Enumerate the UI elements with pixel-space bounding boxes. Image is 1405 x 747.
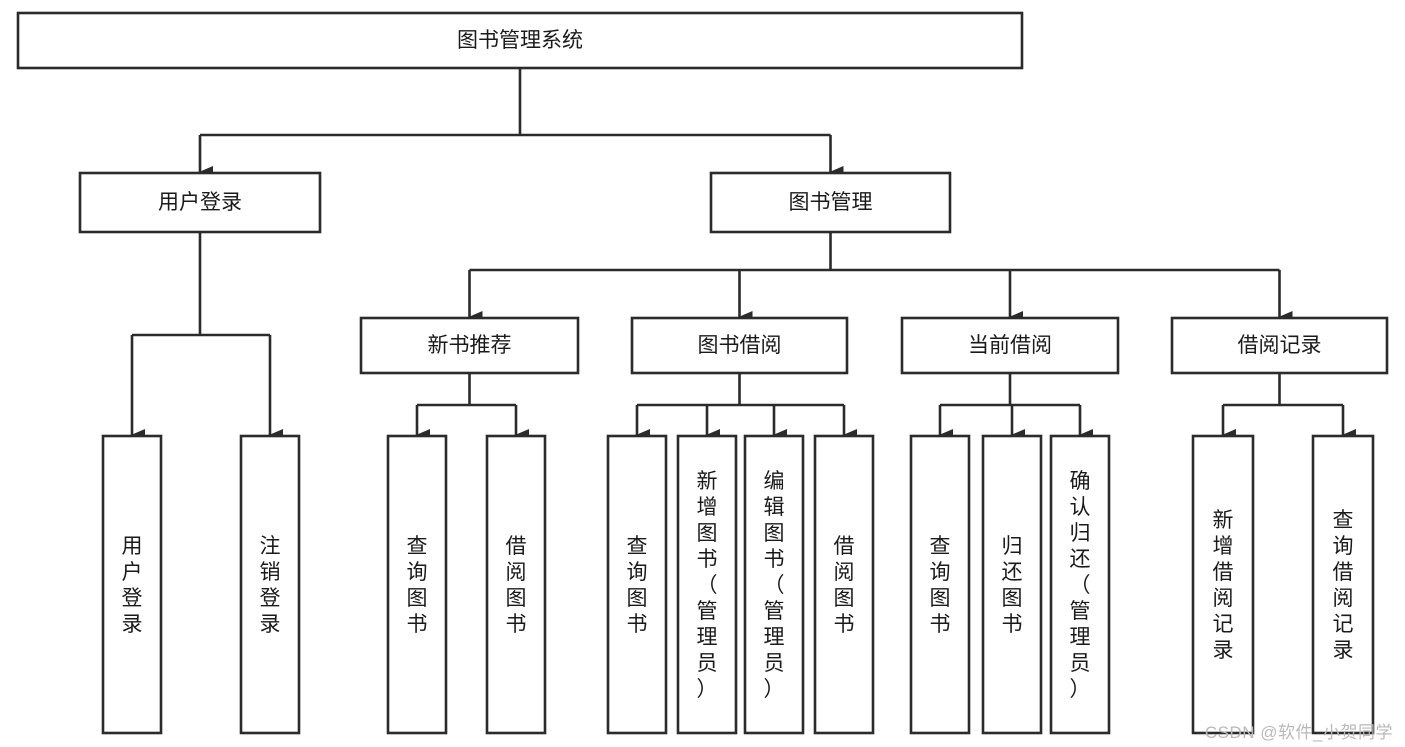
watermark-text: CSDN @软件_小贺同学 <box>1204 723 1393 742</box>
node-book-manage-label: 图书管理 <box>789 191 873 214</box>
node-leaf-query-record-rect[interactable] <box>1311 434 1375 735</box>
node-leaf-add-book-label: 新增图书（管理员） <box>697 470 718 701</box>
node-leaf-borrow-book-1[interactable]: 借阅图书 <box>485 434 547 735</box>
node-borrow-record-rect[interactable] <box>1170 316 1389 375</box>
node-leaf-confirm-return-rect[interactable] <box>1049 434 1111 735</box>
node-leaf-confirm-return-label: 确认归还（管理员） <box>1070 470 1091 701</box>
node-root-system[interactable]: 图书管理系统 <box>16 11 1024 70</box>
node-book-borrow-label: 图书借阅 <box>698 334 782 357</box>
node-leaf-query-book-3[interactable]: 查询图书 <box>909 434 971 735</box>
node-leaf-add-book-rect[interactable] <box>676 434 738 735</box>
node-leaf-user-login[interactable]: 用户登录 <box>101 434 163 735</box>
node-leaf-add-record-rect[interactable] <box>1191 434 1255 735</box>
node-leaf-query-book-3-label: 查询图书 <box>930 535 951 636</box>
node-new-book-rec-rect[interactable] <box>359 316 580 375</box>
node-leaf-add-record[interactable]: 新增借阅记录 <box>1191 434 1255 735</box>
node-borrow-record[interactable]: 借阅记录 <box>1170 316 1389 375</box>
node-leaf-query-book-3-rect[interactable] <box>909 434 971 735</box>
node-root-system-label: 图书管理系统 <box>457 29 583 52</box>
node-leaf-query-book-1-rect[interactable] <box>386 434 448 735</box>
node-leaf-user-login-label: 用户登录 <box>122 535 143 636</box>
node-leaf-logout[interactable]: 注销登录 <box>239 434 301 735</box>
node-leaf-borrow-book-2-label: 借阅图书 <box>834 535 855 636</box>
node-user-login-label: 用户登录 <box>158 191 242 214</box>
node-leaf-query-record[interactable]: 查询借阅记录 <box>1311 434 1375 735</box>
node-leaf-borrow-book-1-label: 借阅图书 <box>506 535 527 636</box>
node-leaf-query-book-2-label: 查询图书 <box>627 535 648 636</box>
node-leaf-query-book-2[interactable]: 查询图书 <box>606 434 668 735</box>
node-boxes: 图书管理系统用户登录图书管理新书推荐图书借阅当前借阅借阅记录用户登录注销登录查询… <box>16 11 1389 735</box>
node-book-borrow[interactable]: 图书借阅 <box>630 316 849 375</box>
node-current-borrow[interactable]: 当前借阅 <box>900 316 1120 375</box>
node-leaf-borrow-book-2[interactable]: 借阅图书 <box>813 434 875 735</box>
node-leaf-edit-book-rect[interactable] <box>743 434 805 735</box>
node-borrow-record-label: 借阅记录 <box>1238 334 1322 357</box>
node-leaf-confirm-return[interactable]: 确认归还（管理员） <box>1049 434 1111 735</box>
node-leaf-return-book[interactable]: 归还图书 <box>981 434 1043 735</box>
node-new-book-rec[interactable]: 新书推荐 <box>359 316 580 375</box>
node-leaf-query-book-2-rect[interactable] <box>606 434 668 735</box>
node-leaf-add-record-label: 新增借阅记录 <box>1213 509 1234 662</box>
node-leaf-logout-label: 注销登录 <box>260 535 281 636</box>
node-leaf-return-book-rect[interactable] <box>981 434 1043 735</box>
node-leaf-query-book-1-label: 查询图书 <box>407 535 428 636</box>
node-leaf-edit-book-label: 编辑图书（管理员） <box>764 470 785 701</box>
node-root-system-rect[interactable] <box>16 11 1024 70</box>
node-leaf-return-book-label: 归还图书 <box>1002 535 1023 636</box>
node-user-login[interactable]: 用户登录 <box>78 171 322 234</box>
node-current-borrow-label: 当前借阅 <box>968 334 1052 357</box>
node-leaf-user-login-rect[interactable] <box>101 434 163 735</box>
node-leaf-borrow-book-1-rect[interactable] <box>485 434 547 735</box>
node-user-login-rect[interactable] <box>78 171 322 234</box>
node-leaf-add-book[interactable]: 新增图书（管理员） <box>676 434 738 735</box>
connector-lines <box>130 68 1356 441</box>
node-book-manage-rect[interactable] <box>709 171 952 234</box>
node-new-book-rec-label: 新书推荐 <box>428 334 512 357</box>
node-leaf-logout-rect[interactable] <box>239 434 301 735</box>
node-current-borrow-rect[interactable] <box>900 316 1120 375</box>
node-book-borrow-rect[interactable] <box>630 316 849 375</box>
node-leaf-query-book-1[interactable]: 查询图书 <box>386 434 448 735</box>
node-leaf-borrow-book-2-rect[interactable] <box>813 434 875 735</box>
node-leaf-query-record-label: 查询借阅记录 <box>1333 509 1354 662</box>
node-book-manage[interactable]: 图书管理 <box>709 171 952 234</box>
node-leaf-edit-book[interactable]: 编辑图书（管理员） <box>743 434 805 735</box>
